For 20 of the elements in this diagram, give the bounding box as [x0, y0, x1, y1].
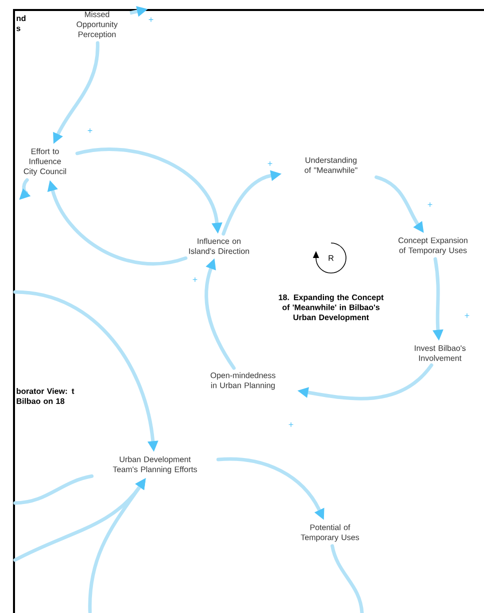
loop-type-label: R	[328, 255, 334, 261]
variable-label: Effort to Influence City Council	[24, 148, 66, 176]
loop-title: 18. Expanding the Concept of 'Meanwhile' in Bilbao's Urban Development	[278, 294, 384, 322]
variable-label: Missed Opportunity Perception	[76, 11, 118, 39]
polarity-sign: +	[464, 313, 470, 318]
variable-label: Potential of Temporary Uses	[300, 524, 360, 542]
variable-label: Understanding of "Meanwhile"	[304, 157, 358, 173]
variable-label: Influence on Island's Direction	[189, 238, 250, 254]
polarity-sign: +	[268, 161, 272, 166]
polarity-sign: +	[288, 422, 294, 427]
cut-off-label: borator View: t Bilbao on 18	[16, 388, 74, 404]
variable-label: Concept Expansion of Temporary Uses	[398, 237, 468, 255]
variable-label: Open-mindedness in Urban Planning	[210, 372, 276, 390]
polarity-sign: +	[148, 17, 154, 22]
polarity-sign: +	[192, 277, 198, 282]
cut-off-label: nd s	[16, 15, 26, 32]
polarity-sign: +	[88, 128, 92, 133]
variable-label: Invest Bilbao's Involvement	[414, 345, 466, 361]
variable-label: Urban Development Team's Planning Efforts	[112, 456, 197, 474]
polarity-sign: +	[428, 202, 432, 207]
